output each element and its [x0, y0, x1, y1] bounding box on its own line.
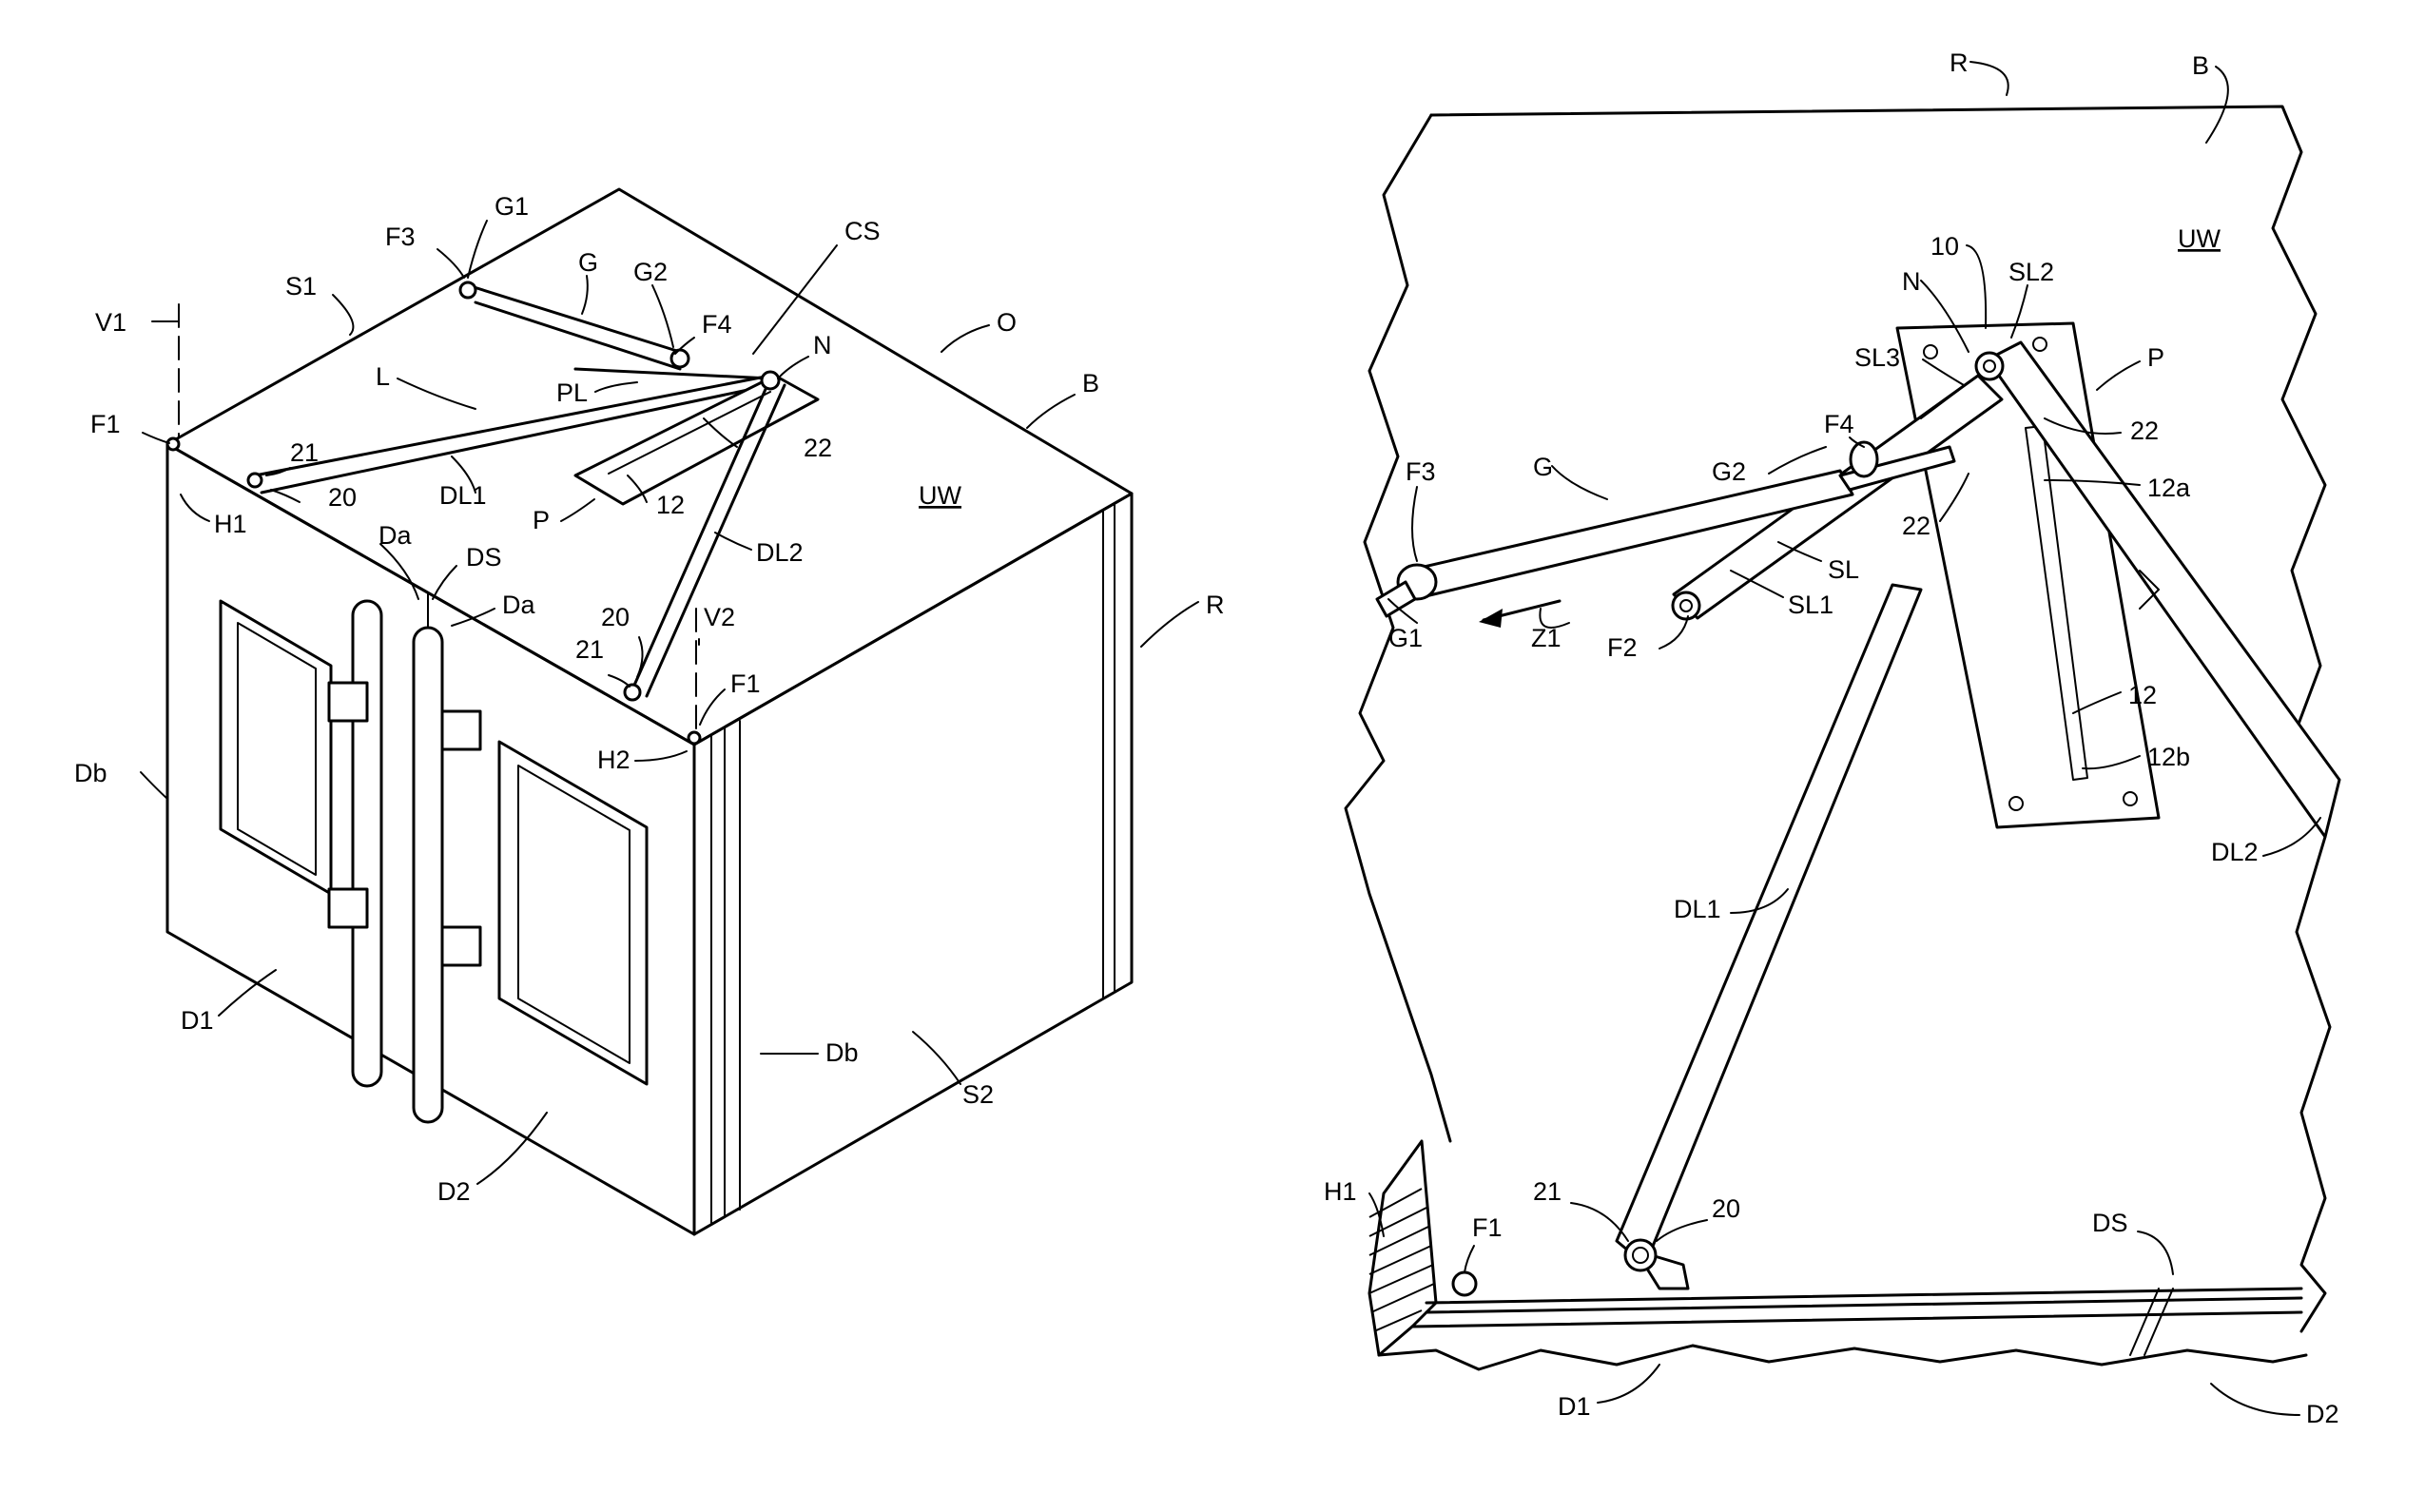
label-f4: F4 — [702, 310, 732, 339]
label-f2: F2 — [1607, 633, 1638, 662]
label-v2: V2 — [704, 603, 735, 631]
label-db-right: Db — [825, 1038, 859, 1067]
door-window-right — [499, 742, 647, 1084]
label-pl: PL — [556, 378, 588, 407]
label-b-right: B — [2192, 51, 2209, 80]
label-20-lower: 20 — [601, 603, 630, 631]
label-f1-right: F1 — [730, 669, 761, 698]
label-da-lower: Da — [502, 591, 535, 619]
label-z1: Z1 — [1531, 624, 1562, 652]
label-s1: S1 — [285, 272, 317, 300]
label-21-right: 21 — [1533, 1177, 1562, 1206]
label-cs: CS — [844, 217, 881, 245]
label-d2-right: D2 — [2306, 1400, 2339, 1428]
door-window-left — [221, 601, 331, 894]
label-n-right: N — [1902, 267, 1921, 296]
link-dl1 — [1617, 585, 1921, 1289]
right-figure: R B UW 10 N SL2 SL3 P F4 22 F3 G2 G 12a … — [1324, 48, 2339, 1428]
door-linkage — [167, 282, 818, 744]
label-g1-right: G1 — [1388, 624, 1423, 652]
left-labels: G1 F3 CS S1 G G2 O F4 V1 N L PL B F1 21 … — [74, 192, 1225, 1206]
label-12a: 12a — [2147, 474, 2191, 502]
label-db-left: Db — [74, 759, 107, 787]
label-12: 12 — [656, 491, 685, 519]
gas-spring-g — [468, 285, 680, 352]
label-dl1: DL1 — [439, 481, 487, 510]
label-r-right: R — [1950, 48, 1969, 77]
label-21-lower: 21 — [575, 635, 604, 664]
pivot-n — [1976, 353, 2003, 379]
label-12-right: 12 — [2128, 681, 2157, 709]
label-22-mid: 22 — [1902, 512, 1930, 540]
door-handle-left — [329, 601, 381, 1086]
label-sl1: SL1 — [1788, 591, 1833, 619]
gas-spring-g — [1377, 442, 1954, 616]
label-uw-right: UW — [2178, 224, 2221, 253]
label-g: G — [578, 248, 598, 277]
panel-outline — [1431, 107, 2330, 1331]
left-figure: G1 F3 CS S1 G G2 O F4 V1 N L PL B F1 21 … — [74, 189, 1225, 1234]
label-v1: V1 — [95, 308, 126, 337]
side-edge-stripes — [711, 503, 1115, 1225]
label-d2-left: D2 — [437, 1177, 471, 1206]
label-l: L — [376, 362, 390, 391]
label-f3-right: F3 — [1406, 457, 1436, 486]
label-sl3: SL3 — [1854, 343, 1900, 372]
label-f3: F3 — [385, 223, 416, 251]
link-pl — [575, 369, 770, 378]
label-g2-right: G2 — [1712, 457, 1746, 486]
label-g1: G1 — [495, 192, 529, 221]
label-21-left: 21 — [290, 438, 319, 467]
label-da-upper: Da — [378, 521, 412, 550]
door-edge-strips — [1379, 1289, 2306, 1369]
label-h1-right: H1 — [1324, 1177, 1357, 1206]
pivot-f1 — [1453, 1272, 1476, 1295]
label-g-right: G — [1533, 453, 1553, 481]
label-22: 22 — [804, 434, 832, 462]
label-f4-right: F4 — [1824, 410, 1854, 438]
door-handle-right — [414, 628, 480, 1122]
hinge-h1-hatch — [1369, 1141, 1436, 1355]
label-g2: G2 — [633, 258, 668, 286]
label-20-right: 20 — [1712, 1194, 1740, 1223]
label-10: 10 — [1930, 232, 1959, 261]
label-h2: H2 — [597, 746, 630, 774]
label-12b: 12b — [2147, 743, 2190, 771]
label-p-right: P — [2147, 343, 2164, 372]
label-p: P — [533, 506, 550, 534]
label-dl1-right: DL1 — [1674, 895, 1721, 923]
label-f1-right-fig: F1 — [1472, 1213, 1503, 1242]
label-22-top: 22 — [2130, 417, 2159, 445]
label-uw: UW — [919, 481, 961, 510]
label-sl2: SL2 — [2008, 258, 2054, 286]
label-s2: S2 — [962, 1080, 994, 1109]
label-o: O — [997, 308, 1017, 337]
label-f1-top: F1 — [90, 410, 121, 438]
label-sl: SL — [1828, 555, 1859, 584]
label-n: N — [813, 331, 832, 359]
label-d1-left: D1 — [181, 1006, 214, 1035]
label-dl2-right: DL2 — [2211, 838, 2259, 866]
label-ds-right: DS — [2092, 1209, 2128, 1237]
label-ds: DS — [466, 543, 502, 572]
cabinet-side-face — [694, 494, 1132, 1234]
label-h1: H1 — [214, 510, 247, 538]
label-dl2: DL2 — [756, 538, 804, 567]
label-r-left: R — [1206, 591, 1225, 619]
label-b: B — [1082, 369, 1099, 397]
label-20-left: 20 — [328, 483, 357, 512]
label-d1-right: D1 — [1558, 1392, 1591, 1421]
